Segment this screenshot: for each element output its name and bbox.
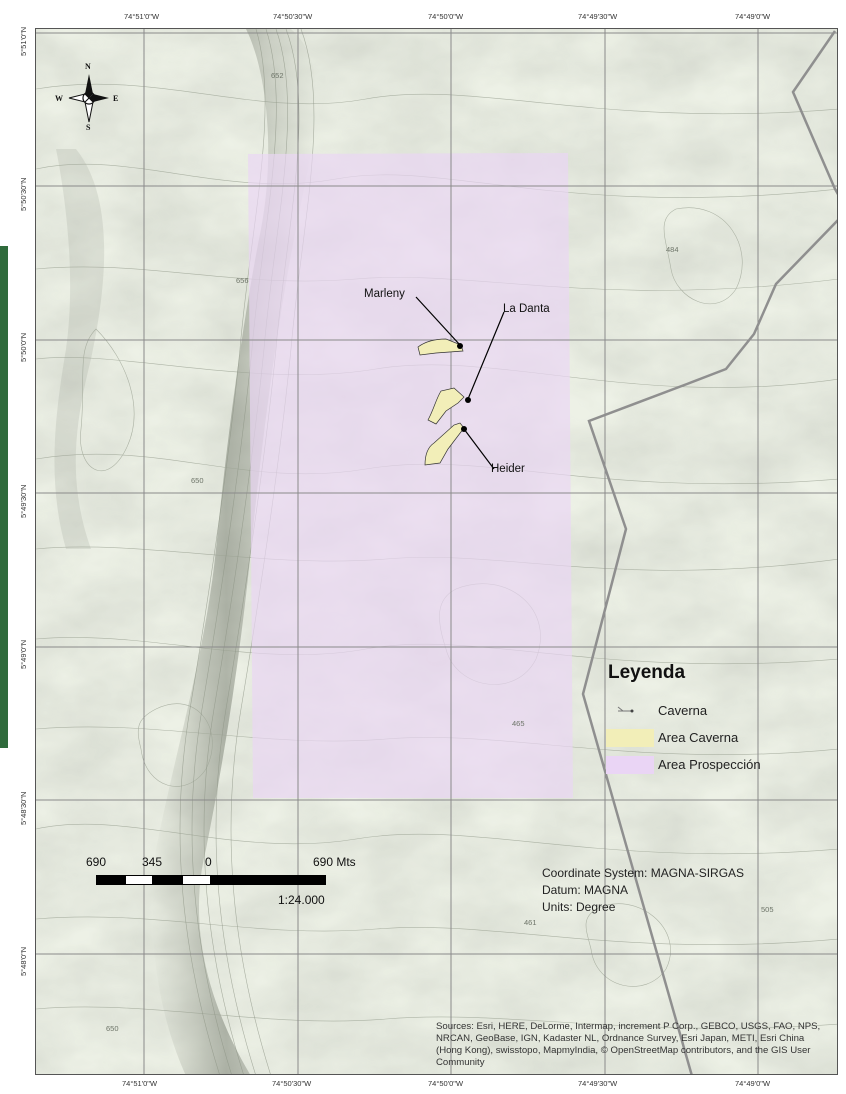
compass-rose-icon [64,66,114,130]
cave-point-la-danta [465,397,471,403]
scale-bar-segment [153,875,182,885]
scale-label: 0 [205,855,212,869]
cave-label-marleny: Marleny [364,288,405,300]
area-caverna-la-danta [427,387,465,425]
legend-swatch-area-caverna [606,729,654,747]
contour-label: 656 [236,276,249,285]
contour-label: 652 [271,71,284,80]
longitude-label-top: 74°50'30"W [273,12,313,21]
longitude-label-bottom: 74°50'0"W [428,1079,464,1088]
longitude-label-top: 74°49'30"W [578,12,618,21]
legend-title: Leyenda [608,662,686,683]
latitude-label: 5°50'0"N [19,332,28,362]
north-letter: N [85,62,91,71]
units: Units: Degree [542,900,616,914]
cave-point-marleny [457,343,463,349]
area-prospeccion-polygon [248,153,573,798]
coordinate-system: Coordinate System: MAGNA-SIRGAS [542,866,745,880]
contour-label: 484 [666,245,679,254]
scale-bar-segment [211,875,326,885]
contour-label: 505 [761,905,774,914]
legend-label-caverna: Caverna [658,703,708,718]
basemap-svg [36,29,837,1074]
contour-label: 650 [191,476,204,485]
contour-label: 650 [106,1024,119,1033]
longitude-label-bottom: 74°49'0"W [735,1079,771,1088]
scale-label: 345 [142,855,163,869]
legend-label-area-prospeccion: Area Prospección [658,757,761,772]
cave-point-icon [606,702,654,720]
area-caverna-heider [424,422,465,466]
cave-label-la-danta: La Danta [503,303,550,315]
compass-rose-svg [68,74,109,123]
contour-label: 465 [512,719,525,728]
latitude-label: 5°48'0"N [19,946,28,976]
area-caverna-marleny [417,338,464,356]
scale-label: 690 [86,855,107,869]
scale-ratio: 1:24.000 [278,893,325,907]
west-letter: W [55,94,63,103]
longitude-label-top: 74°50'0"W [428,12,464,21]
latitude-label: 5°50'30"N [19,177,28,211]
longitude-label-top: 74°49'0"W [735,12,771,21]
longitude-label-bottom: 74°49'30"W [578,1079,618,1088]
leader-lines [415,296,505,470]
legend-swatch-area-prospeccion [606,756,654,774]
boundary-line [581,219,837,1074]
map-frame[interactable]: 652 484 656 650 465 461 505 650 [35,28,838,1075]
east-letter: E [113,94,119,103]
scale-bar-segment [182,875,211,885]
latitude-label: 5°48'30"N [19,791,28,825]
latitude-label: 5°49'30"N [19,484,28,518]
legend-label-area-caverna: Area Caverna [658,730,739,745]
side-color-strip [0,246,8,748]
legend-caverna-symbol [617,706,634,713]
datum: Datum: MAGNA [542,883,629,897]
longitude-label-top: 74°51'0"W [124,12,160,21]
cave-point-heider [461,426,467,432]
contour-label: 461 [524,918,537,927]
longitude-label-bottom: 74°51'0"W [122,1079,158,1088]
scale-bar-segment [125,875,153,885]
latitude-label: 5°49'0"N [19,639,28,669]
longitude-label-bottom: 74°50'30"W [272,1079,312,1088]
scale-bar-segment [96,875,125,885]
map-credits: Sources: Esri, HERE, DeLorme, Intermap, … [436,1021,821,1068]
cave-label-heider: Heider [491,463,525,475]
scale-label: 690 Mts [313,855,356,869]
hill-shading-west [54,149,105,549]
south-letter: S [86,123,91,132]
boundary-line-north [791,30,837,196]
latitude-label: 5°51'0"N [19,26,28,56]
